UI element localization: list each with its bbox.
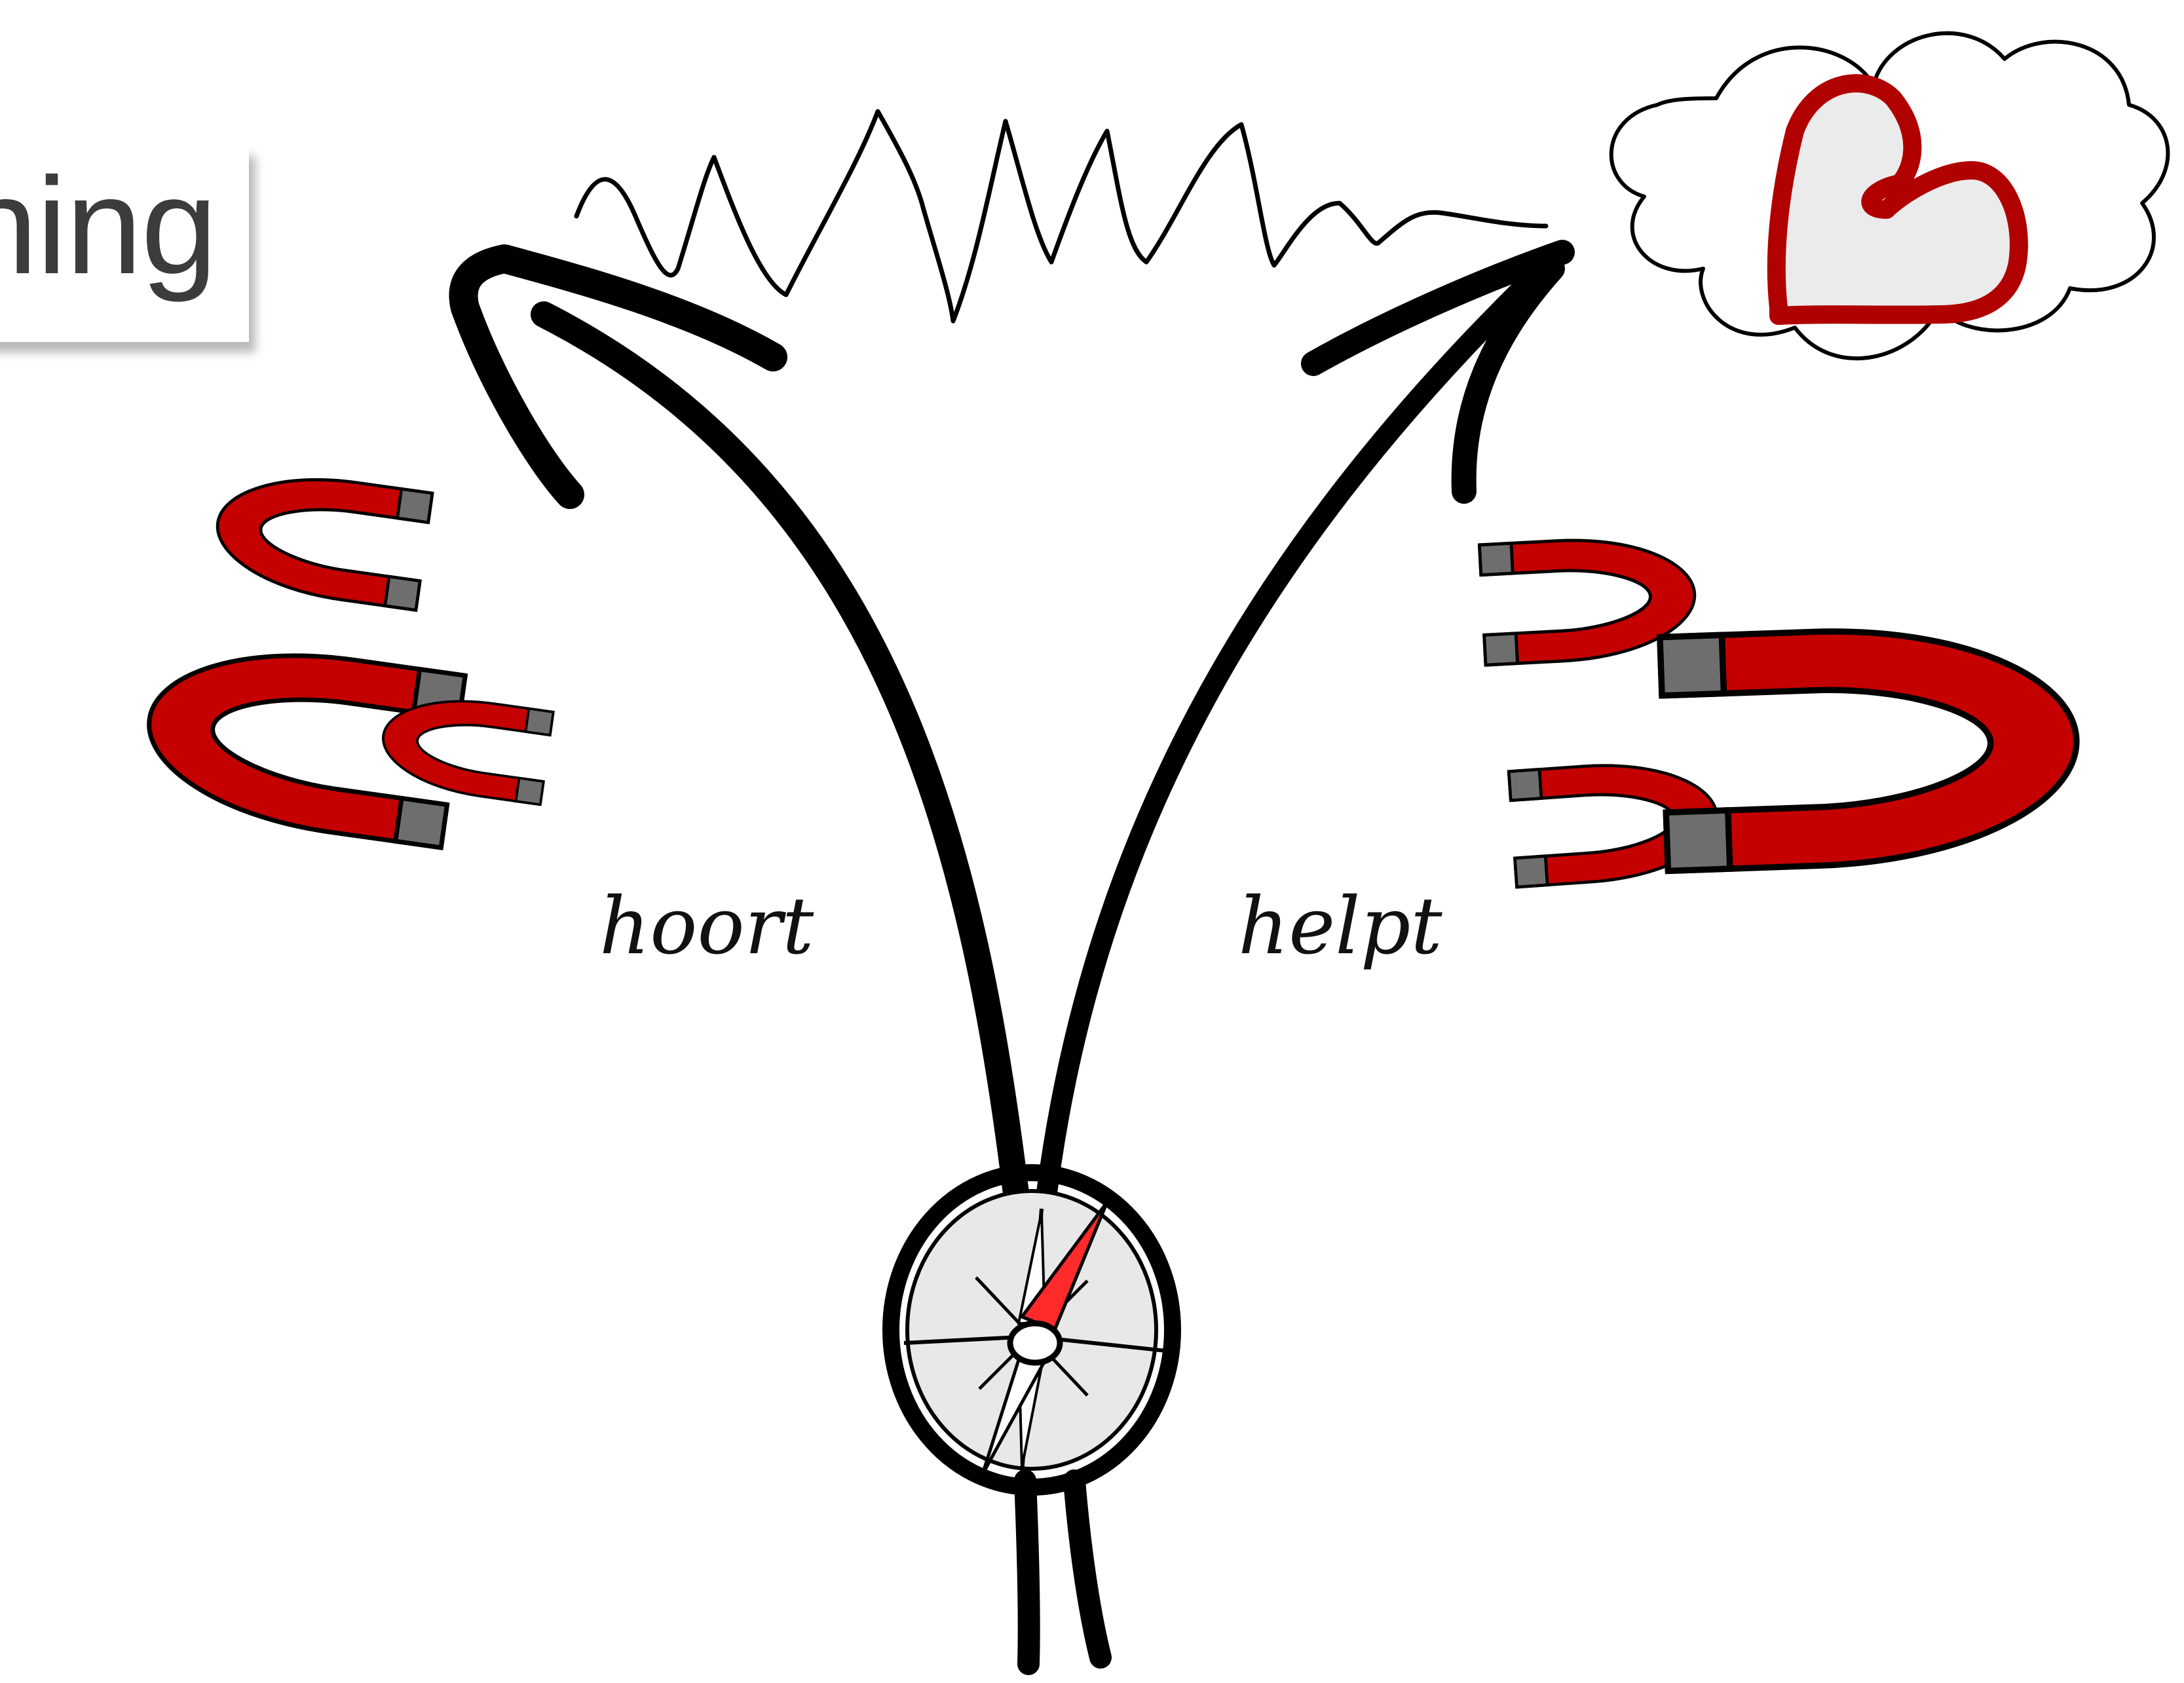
horseshoe-magnet-icon	[1660, 623, 2080, 871]
label-right-path: helpt	[1238, 881, 1442, 972]
compass-icon	[891, 1173, 1173, 1487]
arrow-shaft-left	[544, 314, 1019, 1215]
zigzag-line	[576, 111, 1546, 321]
label-left-path: hoort	[599, 881, 814, 972]
arrow-stem	[1025, 1481, 1101, 1664]
horseshoe-magnet-icon	[210, 464, 432, 611]
